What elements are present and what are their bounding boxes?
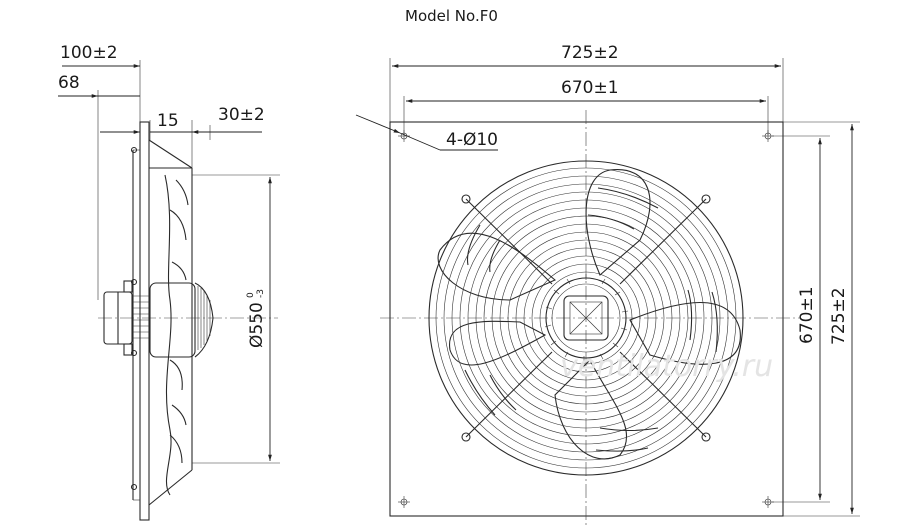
dim-fan-diameter-tol-lower: -3	[256, 289, 266, 298]
dim-hole-spacing-v: 670±1	[797, 286, 817, 344]
dim-holes: 4-Ø10	[446, 130, 498, 150]
dim-flange-depth: 15	[157, 111, 179, 131]
dim-motor-depth: 68	[58, 73, 80, 93]
dim-plate-width: 725±2	[561, 43, 619, 63]
dim-hole-spacing-h: 670±1	[561, 78, 619, 98]
front-view: 725±2 670±1 4-Ø10 670±1 725±2	[355, 43, 860, 525]
fan-blades	[437, 169, 741, 460]
dim-fan-diameter-tol-upper: 0	[246, 292, 256, 298]
dim-overall-depth: 100±2	[60, 43, 118, 63]
model-title: Model No.F0	[405, 7, 498, 25]
mounting-plate	[389, 121, 784, 517]
dim-guard-depth: 30±2	[218, 105, 265, 125]
side-view: 100±2 68 15 30±2	[58, 43, 280, 521]
dim-fan-diameter: Ø550	[247, 302, 267, 348]
watermark: ventilatorry.ru	[560, 349, 773, 384]
dim-plate-height: 725±2	[829, 287, 849, 345]
